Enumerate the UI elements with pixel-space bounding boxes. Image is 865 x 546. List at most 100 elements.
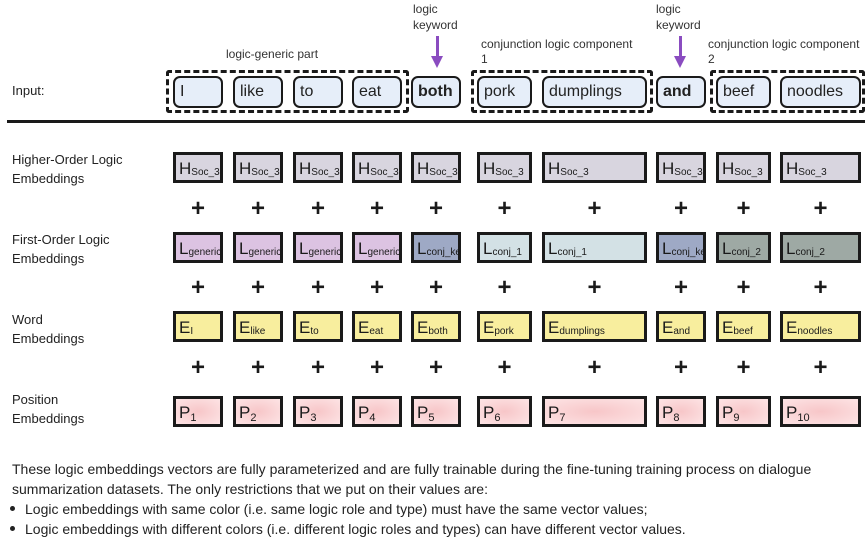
position-label-line1: Position [12,392,59,407]
input-token: eat [352,76,402,108]
embedding-symbol: L [483,239,493,258]
embedding-subscript: conj_1 [557,247,587,258]
first-order-embedding-cell: Lconj_key [411,232,461,263]
plus-icon: + [428,354,443,381]
plus-icon: + [736,274,751,301]
embedding-subscript: Soc_3 [251,167,280,178]
plus-icon: + [310,195,325,222]
word-embedding-cell: Eboth [411,311,461,342]
embedding-subscript: eat [369,326,384,337]
embedding-symbol: P [299,403,311,422]
plus-icon: + [497,354,512,381]
embedding-subscript: Soc_3 [734,167,763,178]
embedding-symbol: H [239,159,252,178]
input-token: like [233,76,283,108]
plus-icon: + [190,354,205,381]
plus-icon: + [587,354,602,381]
plus-icon: + [497,195,512,222]
embedding-subscript: Soc_3 [798,167,827,178]
plus-icon: + [369,274,384,301]
embedding-symbol: L [299,239,309,258]
embedding-symbol: H [358,159,371,178]
input-token: dumplings [542,76,647,108]
annotation-conjunction-component: 1 [481,52,488,66]
arrow-head-icon [431,56,443,68]
embedding-subscript: 8 [673,412,680,424]
embedding-symbol: E [548,318,560,337]
position-embedding-cell: P3 [293,396,343,427]
embedding-symbol: E [299,318,311,337]
embedding-symbol: L [786,239,796,258]
arrow-head-icon [674,56,686,68]
input-token: noodles [780,76,861,108]
embedding-symbol: P [548,403,560,422]
annotation-logic-keyword: logic [413,2,438,16]
embedding-symbol: E [786,318,798,337]
bullet-text: Logic embeddings with same color (i.e. s… [25,501,648,517]
annotation-conjunction-component: conjunction logic component [708,37,860,51]
plus-icon: + [250,195,265,222]
embedding-symbol: P [662,403,674,422]
first-order-label-line1: First-Order Logic [12,232,110,247]
embedding-symbol: L [358,239,368,258]
position-embedding-cell: P4 [352,396,402,427]
embedding-symbol: P [358,403,370,422]
input-label: Input: [12,83,45,98]
embedding-subscript: like [250,326,266,337]
embedding-subscript: generic [308,247,342,258]
separator-line [7,120,865,123]
plus-icon: + [497,274,512,301]
embedding-symbol: H [417,159,430,178]
embedding-subscript: 7 [559,412,566,424]
higher-order-embedding-cell: HSoc_3 [411,152,461,183]
bullet-text: Logic embeddings with different colors (… [25,521,686,537]
word-label-line1: Word [12,312,43,327]
word-embedding-cell: Eeat [352,311,402,342]
input-token: to [293,76,343,108]
plus-icon: + [813,354,828,381]
embedding-symbol: E [662,318,674,337]
first-order-embedding-cell: Lgeneric [233,232,283,263]
embedding-symbol: H [786,159,799,178]
embedding-symbol: H [483,159,496,178]
plus-icon: + [673,274,688,301]
embedding-symbol: P [786,403,798,422]
dashed-group-component-2 [710,70,865,113]
embedding-subscript: to [310,326,319,337]
first-order-embedding-cell: Lconj_2 [716,232,771,263]
embedding-subscript: generic [188,247,222,258]
bullet-icon [10,506,15,512]
plus-icon: + [369,354,384,381]
first-order-embedding-cell: Lconj_key [656,232,706,263]
first-order-embedding-cell: Lconj_2 [780,232,861,263]
first-order-label-line2: Embeddings [12,251,85,266]
embedding-symbol: H [662,159,675,178]
embedding-subscript: noodles [797,326,833,337]
arrow-down-icon [679,36,682,58]
embedding-subscript: and [673,326,691,337]
input-token: both [411,76,461,108]
embedding-subscript: conj_2 [795,247,825,258]
embedding-symbol: H [548,159,561,178]
position-embedding-cell: P6 [477,396,532,427]
embedding-symbol: E [417,318,429,337]
embedding-subscript: generic [367,247,401,258]
embedding-symbol: P [179,403,191,422]
embedding-symbol: L [179,239,189,258]
higher-order-embedding-cell: HSoc_3 [352,152,402,183]
plus-icon: + [673,354,688,381]
embedding-subscript: Soc_3 [370,167,399,178]
embedding-symbol: H [722,159,735,178]
plus-icon: + [250,354,265,381]
embedding-subscript: Soc_3 [311,167,340,178]
word-label-line2: Embeddings [12,331,85,346]
word-embedding-cell: Epork [477,311,532,342]
higher-order-label-line1: Higher-Order Logic [12,152,123,167]
position-embedding-cell: P10 [780,396,861,427]
embedding-subscript: pork [494,326,514,337]
plus-icon: + [369,195,384,222]
word-embedding-cell: Elike [233,311,283,342]
annotation-conjunction-component: conjunction logic component [481,37,633,51]
embedding-subscript: 9 [733,412,740,424]
plus-icon: + [190,195,205,222]
